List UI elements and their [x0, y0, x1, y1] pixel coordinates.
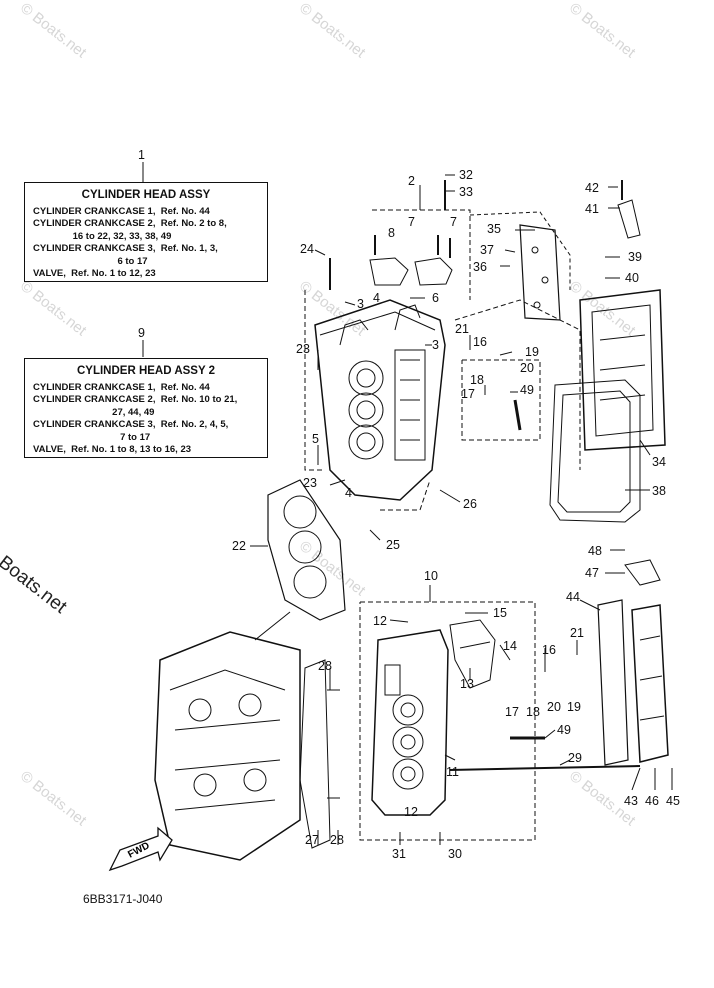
- callout: 10: [424, 569, 438, 583]
- box2-ref: 9: [138, 326, 145, 340]
- callout: 35: [487, 222, 501, 236]
- callout: 3: [432, 338, 439, 352]
- callout: 11: [446, 765, 459, 779]
- callout: 13: [460, 677, 474, 691]
- box-line: CYLINDER CRANKCASE 2, Ref. No. 2 to 8,: [33, 218, 227, 229]
- callout: 12: [373, 614, 387, 628]
- box-line: CYLINDER CRANKCASE 2, Ref. No. 10 to 21,: [33, 394, 238, 405]
- box-line: VALVE, Ref. No. 1 to 8, 13 to 16, 23: [33, 444, 192, 455]
- callout: 42: [585, 181, 599, 195]
- callout: 39: [628, 250, 642, 264]
- callout: 45: [666, 794, 680, 808]
- callout: 12: [404, 805, 418, 819]
- diagram-code: 6BB3171-J040: [83, 892, 163, 906]
- box-line: 7 to 17: [33, 431, 151, 443]
- callout: 47: [585, 566, 599, 580]
- callout: 49: [520, 383, 534, 397]
- box-line: 6 to 17: [33, 255, 148, 267]
- callout: 15: [493, 606, 507, 620]
- callout: 41: [585, 202, 599, 216]
- box-line: 16 to 22, 32, 33, 38, 49: [33, 230, 172, 242]
- callout: 40: [625, 271, 639, 285]
- fwd-arrow-icon: FWD: [108, 826, 173, 872]
- box-line: VALVE, Ref. No. 1 to 12, 23: [33, 268, 156, 279]
- callout: 23: [303, 476, 317, 490]
- callout-numbers: 32 33 2 7 7 8 24 3 6 4 21 3 16 19 20 18 …: [232, 168, 680, 861]
- callout: 34: [652, 455, 666, 469]
- callout: 3: [357, 297, 364, 311]
- callout: 24: [300, 242, 314, 256]
- callout: 49: [557, 723, 571, 737]
- callout: 29: [568, 751, 582, 765]
- callout: 4: [345, 486, 352, 500]
- cylinder-head-assy-box: CYLINDER HEAD ASSY CYLINDER CRANKCASE 1,…: [24, 182, 268, 282]
- callout: 6: [432, 291, 439, 305]
- callout: 38: [652, 484, 666, 498]
- box-line: CYLINDER CRANKCASE 1, Ref. No. 44: [33, 205, 210, 217]
- callout: 43: [624, 794, 638, 808]
- callout: 48: [588, 544, 602, 558]
- callout: 16: [473, 335, 487, 349]
- callout: 22: [232, 539, 246, 553]
- callout: 44: [566, 590, 580, 604]
- box-title: CYLINDER HEAD ASSY 2: [76, 365, 216, 377]
- callout: 28: [330, 833, 344, 847]
- callout: 37: [480, 243, 494, 257]
- callout: 21: [455, 322, 469, 336]
- callout: 20: [547, 700, 561, 714]
- box1-ref: 1: [138, 148, 145, 162]
- callout: 36: [473, 260, 487, 274]
- box-line: CYLINDER CRANKCASE 1, Ref. No. 44: [33, 381, 210, 393]
- callout: 18: [470, 373, 484, 387]
- box-line: CYLINDER CRANKCASE 3, Ref. No. 2, 4, 5,: [33, 419, 229, 430]
- callout: 19: [567, 700, 581, 714]
- box-title: CYLINDER HEAD ASSY: [81, 189, 211, 201]
- callout: 26: [463, 497, 477, 511]
- callout: 7: [408, 215, 415, 229]
- callout: 7: [450, 215, 457, 229]
- callout: 33: [459, 185, 473, 199]
- callout: 4: [373, 291, 380, 305]
- callout: 16: [542, 643, 556, 657]
- box-line: 27, 44, 49: [33, 406, 155, 418]
- cylinder-head-assy-2-box: CYLINDER HEAD ASSY 2 CYLINDER CRANKCASE …: [24, 358, 268, 458]
- callout: 28: [318, 659, 332, 673]
- callout: 20: [520, 361, 534, 375]
- callout: 21: [570, 626, 584, 640]
- callout: 14: [503, 639, 517, 653]
- callout: 25: [386, 538, 400, 552]
- callout: 5: [312, 432, 319, 446]
- callout: 17: [461, 387, 475, 401]
- callout: 23: [296, 342, 310, 356]
- callout: 46: [645, 794, 659, 808]
- callout: 8: [388, 226, 395, 240]
- callout: 31: [392, 847, 406, 861]
- callout: 19: [525, 345, 539, 359]
- callout: 30: [448, 847, 462, 861]
- callout: 32: [459, 168, 473, 182]
- callout: 2: [408, 174, 415, 188]
- callout: 18: [526, 705, 540, 719]
- callout: 27: [305, 833, 319, 847]
- callout: 17: [505, 705, 519, 719]
- box-line: CYLINDER CRANKCASE 3, Ref. No. 1, 3,: [33, 243, 218, 254]
